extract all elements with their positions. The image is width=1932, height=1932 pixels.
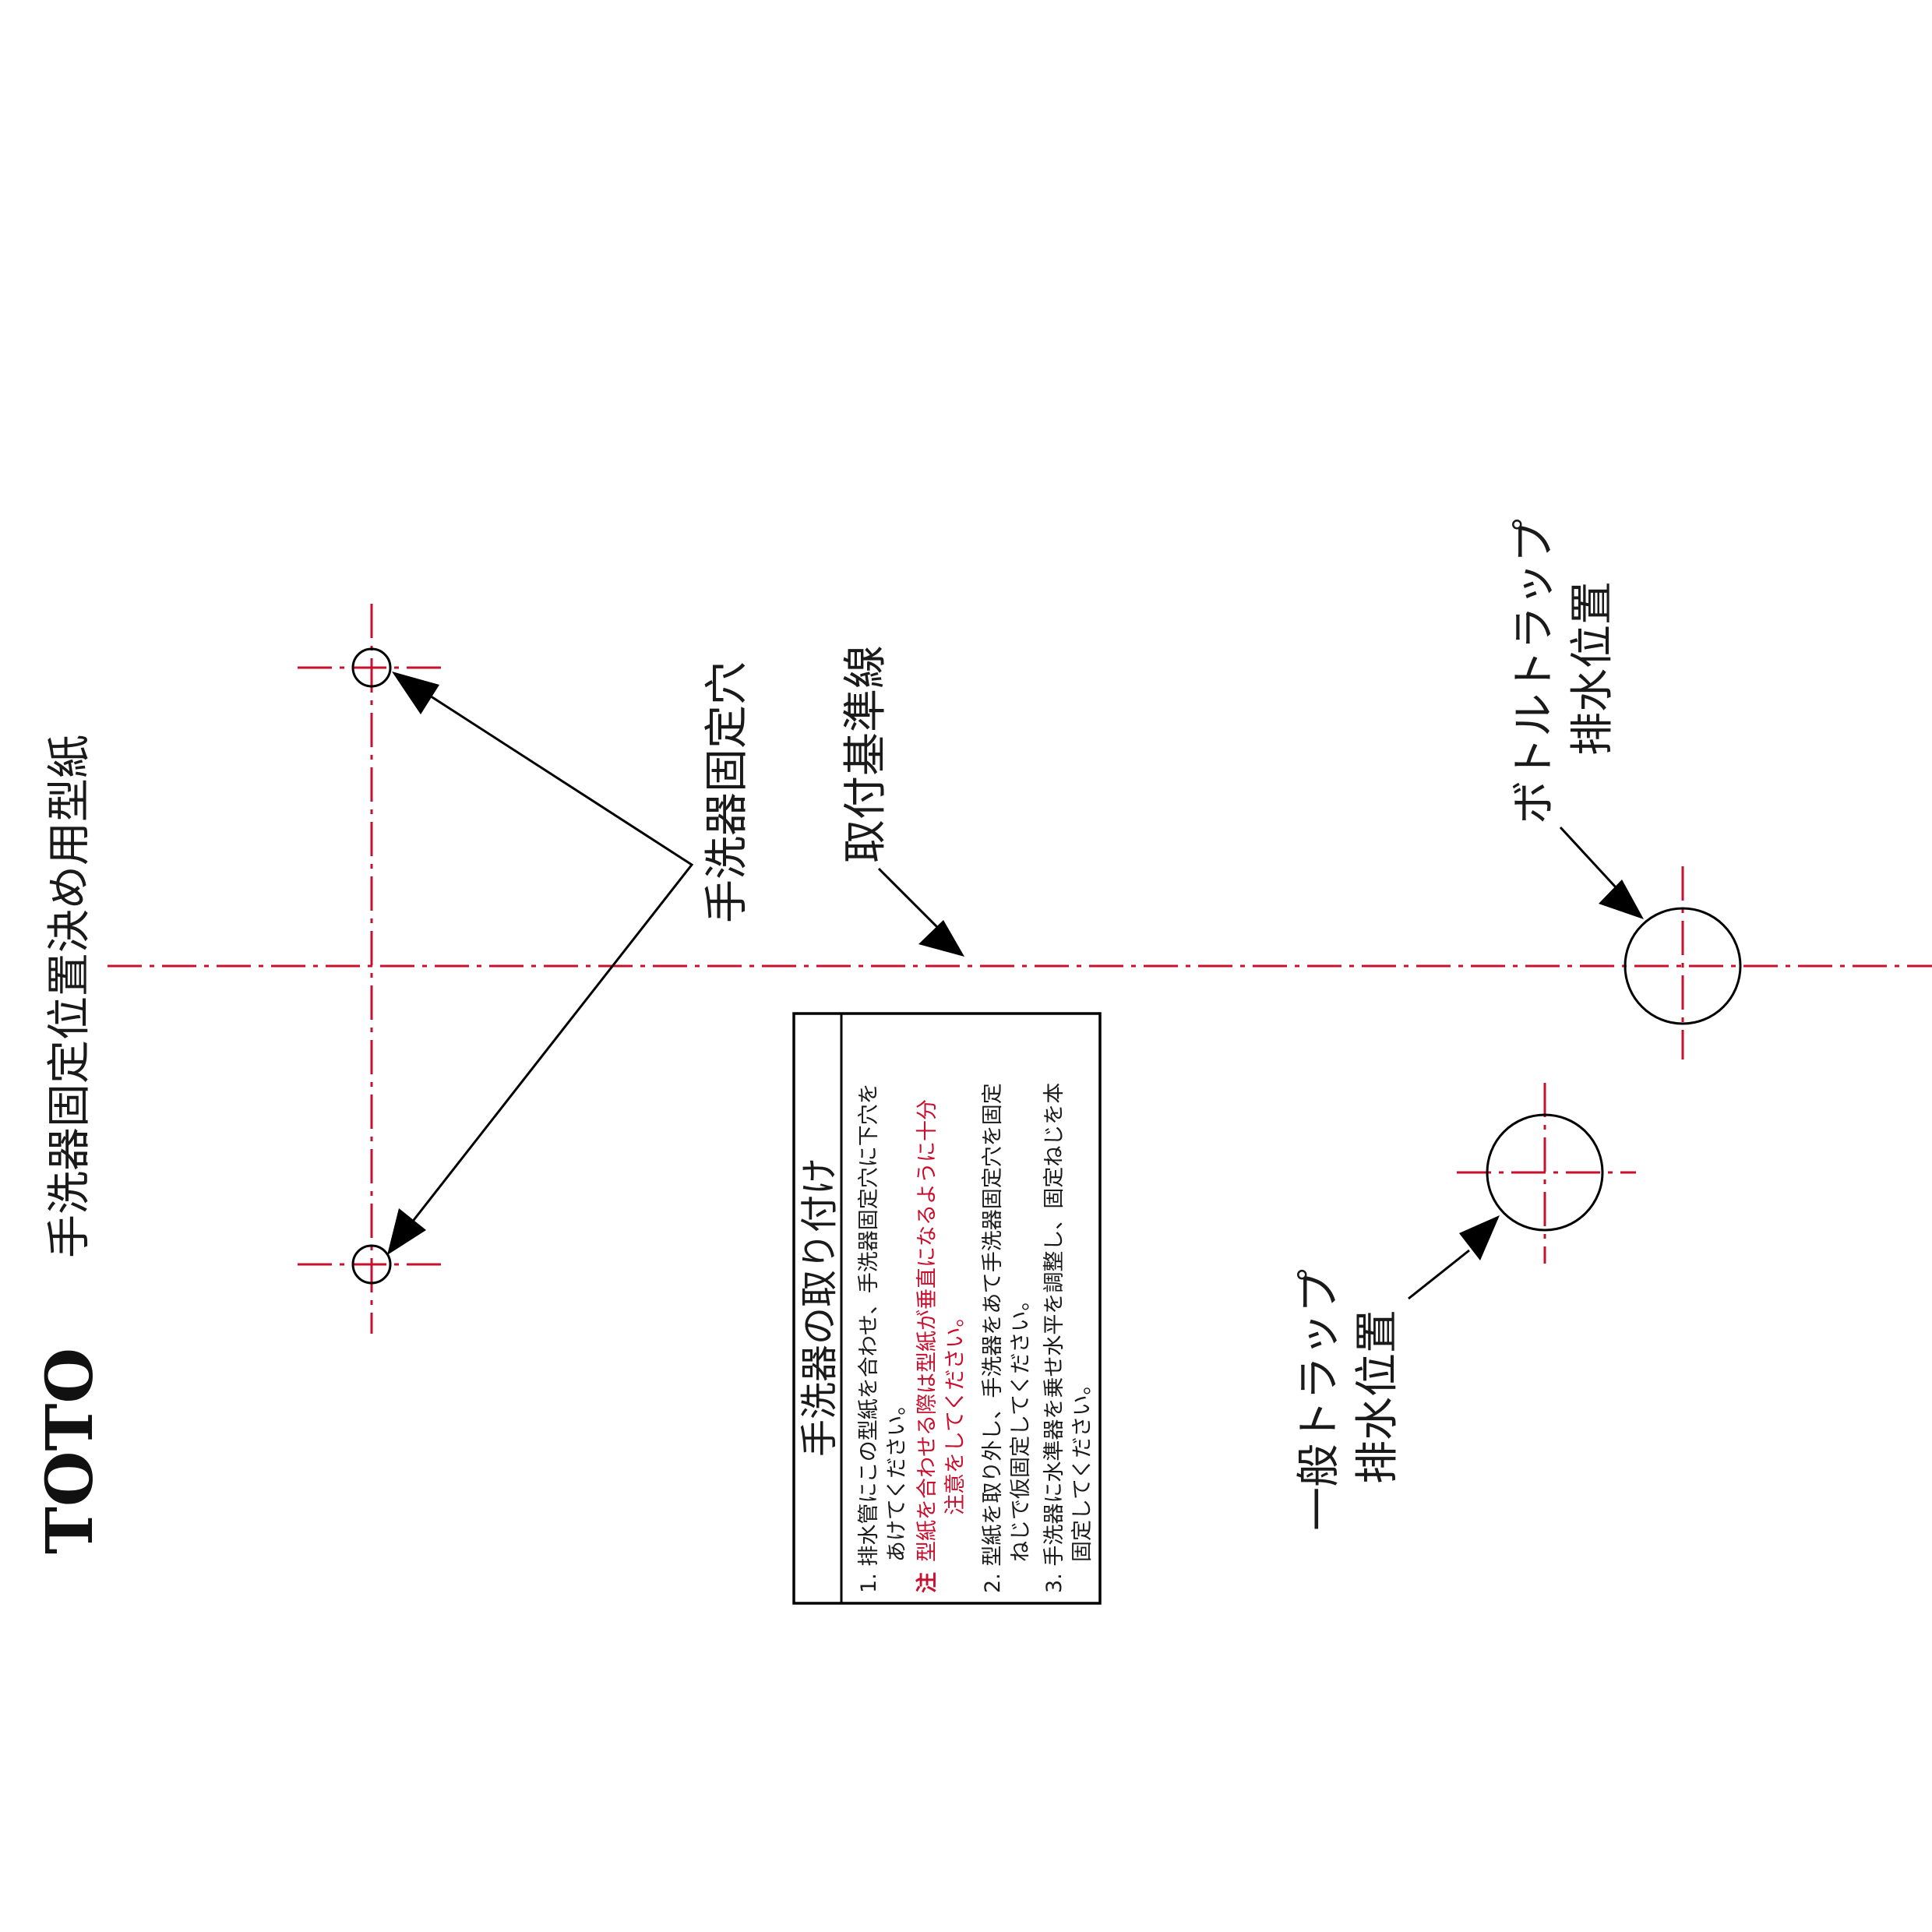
note-line2: 注意をしてください。 bbox=[943, 1306, 968, 1515]
note-line1: 型紙を合わせる際は型紙が垂直になるように十分 bbox=[915, 1099, 940, 1562]
general-trap-drain-circle bbox=[1486, 1113, 1604, 1232]
step2-line1: 2. 型紙を取り外し、手洗器をあて手洗器固定穴を固定 bbox=[981, 1083, 1005, 1593]
step1-line2: あけてください。 bbox=[885, 1394, 909, 1562]
reference-line-arrowhead bbox=[918, 920, 964, 957]
note-prefix: 注 bbox=[915, 1572, 940, 1593]
general-trap-label-line2: 排水位置 bbox=[1352, 1310, 1403, 1484]
instruction-heading: 手洗器の取り付け bbox=[798, 1158, 841, 1457]
bottom-hole-arrowhead bbox=[387, 1208, 426, 1255]
general-trap-leader bbox=[1408, 1249, 1470, 1300]
reference-line-label: 取付基準線 bbox=[841, 645, 891, 863]
page-title: 手洗器固定位置決め用型紙 bbox=[44, 735, 95, 1258]
general-trap-arrowhead bbox=[1459, 1215, 1500, 1260]
top-fixing-hole bbox=[351, 647, 392, 688]
step1-line1: 1. 排水管にこの型紙を合わせ、手洗器固定穴に下穴を bbox=[857, 1083, 881, 1593]
general-trap-label-line1: 一般トラップ bbox=[1294, 1269, 1345, 1531]
step3-line2: 固定してください。 bbox=[1070, 1374, 1095, 1562]
bottle-trap-arrowhead bbox=[1599, 880, 1644, 919]
bottom-fixing-hole bbox=[351, 1244, 392, 1285]
reference-line-leader bbox=[877, 867, 944, 934]
instruction-box bbox=[792, 1012, 1102, 1605]
bottle-trap-label-line1: ボトルトラップ bbox=[1509, 519, 1560, 824]
fixing-hole-leader-lines bbox=[410, 683, 694, 1224]
step2-line2: ねじで仮固定してください。 bbox=[1009, 1290, 1033, 1562]
brand-logo: TOTO bbox=[33, 1348, 108, 1554]
bottle-trap-label-line2: 排水位置 bbox=[1567, 581, 1618, 756]
bottle-trap-drain-circle bbox=[1624, 907, 1742, 1025]
bottle-trap-leader bbox=[1559, 826, 1618, 890]
step3-line1: 3. 手洗器に水準器を乗せ水平を調整し、固定ねじを本 bbox=[1042, 1083, 1066, 1593]
top-hole-arrowhead bbox=[392, 672, 439, 714]
fixing-holes-label: 手洗器固定穴 bbox=[702, 661, 753, 923]
